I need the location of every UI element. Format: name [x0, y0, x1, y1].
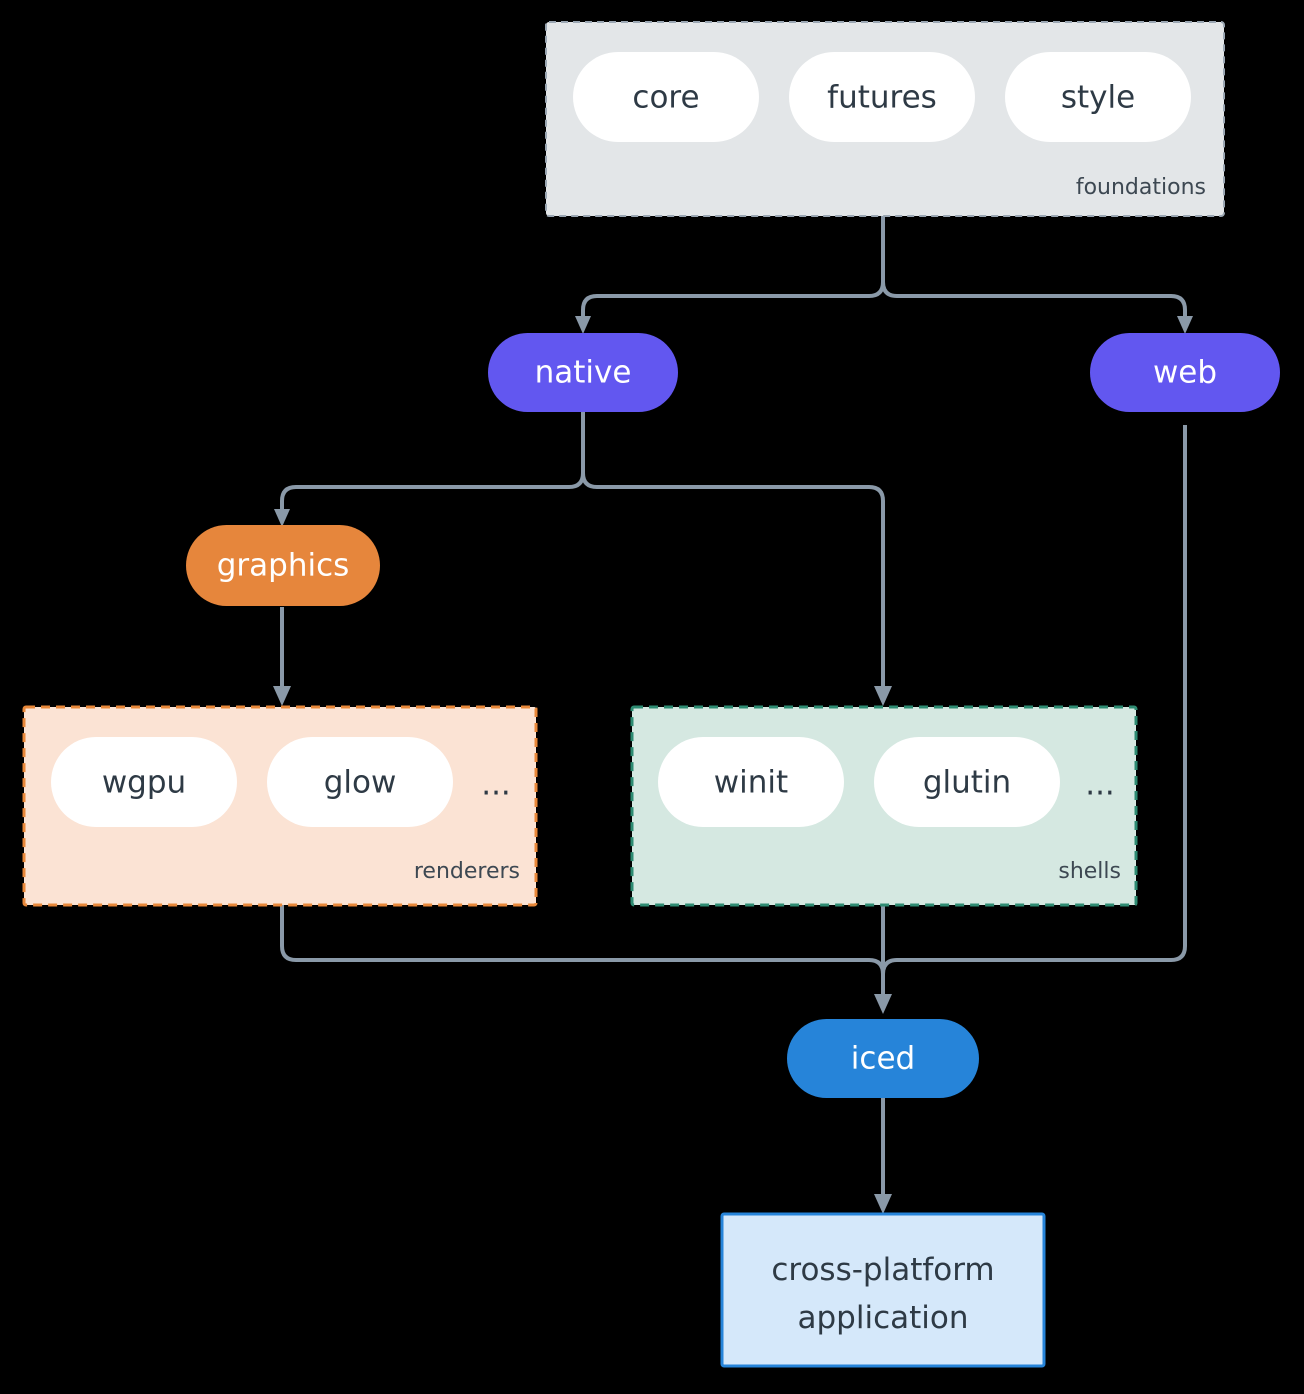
- arrow-merge-iced: [874, 994, 892, 1014]
- arrow-foundations-web: [1177, 316, 1193, 334]
- native-pill[interactable]: [488, 333, 678, 412]
- arrow-foundations-native: [575, 316, 591, 334]
- node-iced[interactable]: iced: [787, 1019, 979, 1098]
- node-winit[interactable]: winit: [658, 737, 844, 827]
- node-native[interactable]: native: [488, 333, 678, 412]
- futures-pill[interactable]: [789, 52, 975, 142]
- arrow-graphics-renderers: [273, 686, 291, 706]
- arrow-iced-application: [874, 1194, 892, 1214]
- node-glutin[interactable]: glutin: [874, 737, 1060, 827]
- futures-label: futures: [827, 80, 937, 116]
- winit-pill[interactable]: [658, 737, 844, 827]
- shells-ellipsis: ...: [1085, 767, 1115, 803]
- foundations-group-label: foundations: [1076, 175, 1206, 200]
- node-core[interactable]: core: [573, 52, 759, 142]
- node-web[interactable]: web: [1090, 333, 1280, 412]
- arrow-native-shells: [874, 686, 892, 706]
- edge-renderers-iced: [280, 905, 885, 1000]
- application-label-line1: cross-platform: [771, 1252, 994, 1288]
- group-renderers: wgpu glow ... renderers: [22, 705, 538, 907]
- edge-foundations-split: [581, 216, 885, 321]
- glutin-label: glutin: [923, 765, 1011, 801]
- core-pill[interactable]: [573, 52, 759, 142]
- graphics-pill[interactable]: [186, 525, 380, 606]
- glow-pill[interactable]: [267, 737, 453, 827]
- iced-pill[interactable]: [787, 1019, 979, 1098]
- node-glow[interactable]: glow: [267, 737, 453, 827]
- node-style[interactable]: style: [1005, 52, 1191, 142]
- edge-web-iced: [881, 425, 1187, 1000]
- wgpu-pill[interactable]: [51, 737, 237, 827]
- application-box[interactable]: [720, 1212, 1046, 1368]
- group-foundations: core futures style foundations: [545, 21, 1225, 217]
- application-label-line2: application: [798, 1300, 969, 1336]
- graphics-label: graphics: [217, 548, 350, 584]
- iced-label: iced: [851, 1041, 915, 1077]
- shells-group-label: shells: [1058, 859, 1121, 884]
- glow-label: glow: [324, 765, 397, 801]
- edge-native-shells: [581, 411, 885, 692]
- glutin-pill[interactable]: [874, 737, 1060, 827]
- web-label: web: [1153, 355, 1217, 391]
- style-label: style: [1061, 80, 1135, 116]
- core-label: core: [632, 80, 699, 116]
- renderers-ellipsis: ...: [481, 767, 511, 803]
- web-pill[interactable]: [1090, 333, 1280, 412]
- node-wgpu[interactable]: wgpu: [51, 737, 237, 827]
- renderers-group-label: renderers: [414, 859, 520, 884]
- edge-native-graphics: [280, 411, 585, 514]
- winit-label: winit: [714, 765, 788, 801]
- node-application[interactable]: cross-platform application: [720, 1212, 1046, 1368]
- node-futures[interactable]: futures: [789, 52, 975, 142]
- node-graphics[interactable]: graphics: [186, 525, 380, 606]
- arrow-native-graphics: [274, 509, 290, 527]
- native-label: native: [535, 355, 632, 391]
- edge-foundations-web: [881, 216, 1187, 321]
- wgpu-label: wgpu: [102, 765, 186, 801]
- group-shells: winit glutin ... shells: [630, 705, 1138, 907]
- style-pill[interactable]: [1005, 52, 1191, 142]
- edge-layer: [273, 216, 1193, 1214]
